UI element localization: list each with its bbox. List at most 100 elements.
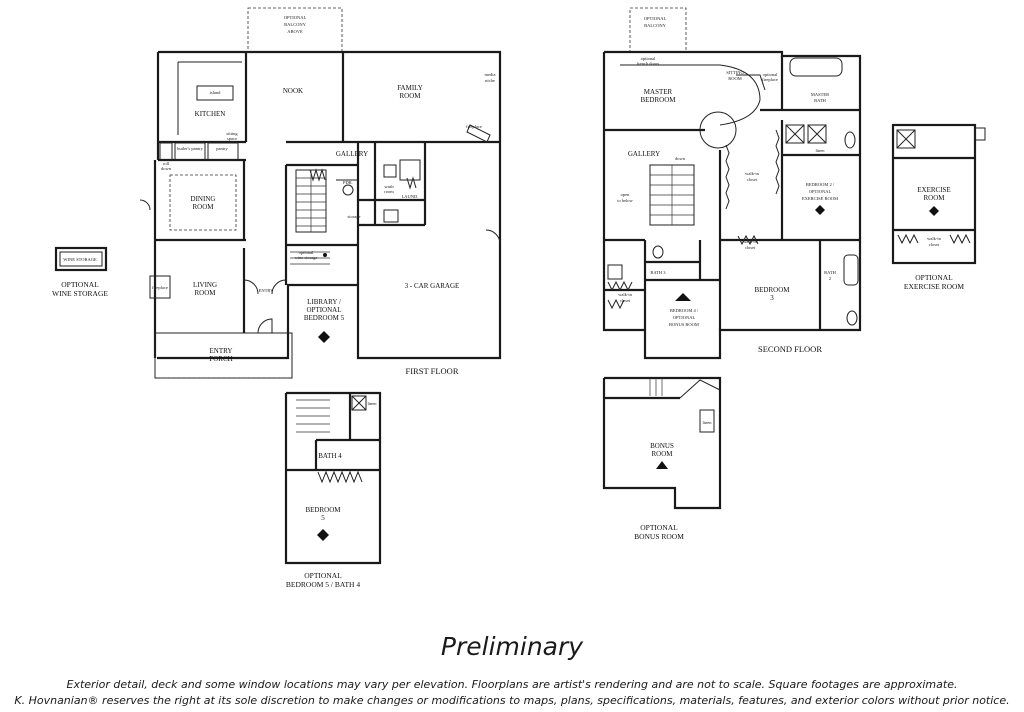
ff-fireplace-living: fireplace [152,285,168,290]
sf-bed3-l2: 3 [770,294,774,302]
sf-bed2-l3: EXERCISE ROOM [802,196,838,201]
ff-library-l1: LIBRARY / [307,298,341,306]
b5-bedroom-l2: 5 [321,514,325,522]
ff-island: island [210,90,221,95]
sf-wic2-l2: closet [745,245,756,250]
sf-wic3-l1: walk-in [618,292,632,297]
ff-living-l2: ROOM [194,289,216,297]
ff-wash-l2: room [384,189,394,194]
bonus-room-l2: ROOM [651,450,673,458]
ff-balcony-l2: BALCONY [284,22,307,27]
sf-bed4-l3: BONUS ROOM [669,322,699,327]
first-floor-plan: OPTIONAL BALCONY ABOVE [139,7,502,379]
ff-fireplace: fireplace [466,124,482,129]
sf-master-l1: MASTER [644,88,673,96]
ex-caption-l2: EXERCISE ROOM [904,282,965,291]
sf-bed4-l2: OPTIONAL [673,315,696,320]
ff-dining-l2: ROOM [192,203,214,211]
b5-diamond [317,529,329,541]
b5-bath: BATH 4 [318,452,342,460]
wine-caption-l1: OPTIONAL [61,280,99,289]
sf-wic3-l2: closet [620,298,631,303]
ff-balcony-l1: OPTIONAL [284,15,307,20]
ff-family-l1: FAMILY [397,84,423,92]
sf-sitting-l2: ROOM [728,76,742,81]
ff-dining-l1: DINING [191,195,216,203]
ff-porch-l1: ENTRY [210,347,233,355]
bonus-caption-l2: BONUS ROOM [634,532,684,541]
sf-mbath-l2: BATH [814,98,827,103]
sf-open-l1: open [621,192,630,197]
ff-media-l1: media [485,72,496,77]
ex-closet-l1: walk-in [927,236,941,241]
sf-sitting-l1: SITTING [726,70,744,75]
sf-balcony-l2: BALCONY [644,23,667,28]
ff-laund: LAUND. [402,194,419,199]
disclaimer-line-2: K. Hovnanian® reserves the right at its … [14,694,1010,707]
ff-library-l3: BEDROOM 5 [304,314,345,322]
sf-wic-l2: closet [747,177,758,182]
wine-inner-label: WINE STORAGE [63,257,97,262]
ff-kitchen: KITCHEN [195,110,226,118]
ff-butlers-pantry: butler's pantry [177,146,203,151]
sf-balcony-l1: OPTIONAL [644,16,667,21]
ff-storage: storage [348,214,361,219]
sf-fireplace-l1: optional [763,72,778,77]
ff-rolldown-l2: down [161,166,172,171]
sf-wic-l1: walk-in [745,171,759,176]
bedroom5-option: linen BATH 4 BEDROOM 5 OPTIONAL BEDROOM … [284,391,382,589]
ff-rolldown-l1: roll [163,161,170,166]
sf-bath3: BATH 3 [650,270,666,275]
sf-french-l2: french doors [637,61,660,66]
sf-bath2-l2: 2 [829,276,831,281]
ff-wine-note-l1: optional [299,250,314,255]
sf-bonus-triangle [675,293,691,301]
sf-master-l2: BEDROOM [640,96,676,104]
sf-bed2-l2: OPTIONAL [809,189,832,194]
ff-library-l2: OPTIONAL [307,306,342,314]
ff-pantry: pantry [216,146,228,151]
ff-sitting-l2: space [227,136,237,141]
ff-garage: 3 - CAR GARAGE [405,282,460,290]
sf-down: down [675,156,686,161]
bonus-linen: linen [703,420,713,425]
wine-storage-option: WINE STORAGE OPTIONAL WINE STORAGE [52,246,108,298]
ff-sitting-l1: sitting [226,131,238,136]
exercise-option: EXERCISE ROOM walk-in closet OPTIONAL EX… [891,123,986,291]
bonus-option: linen BONUS ROOM OPTIONAL BONUS ROOM [602,376,722,541]
sf-wic2-l1: walk-in [743,239,757,244]
ff-nook: NOOK [283,87,303,95]
sf-open-l2: to below [617,198,633,203]
ff-media-l2: niche [485,78,495,83]
ff-living-l1: LIVING [193,281,217,289]
sf-french-l1: optional [641,56,656,61]
ff-porch-l2: PORCH [209,355,232,363]
sf-bed4-l1: BEDROOM 4 / [670,308,699,313]
ex-diamond [929,206,939,216]
first-floor-caption: FIRST FLOOR [406,366,459,376]
ff-wine-note-l2: wine storage [295,255,318,260]
b5-linen: linen [368,401,378,406]
ex-room-l1: EXERCISE [917,186,950,194]
sf-gallery: GALLERY [628,150,660,158]
ff-library-diamond [318,331,330,343]
b5-caption-l2: BEDROOM 5 / BATH 4 [286,580,360,589]
ff-gallery: GALLERY [336,150,368,158]
sf-mbath-l1: MASTER [811,92,829,97]
second-floor-plan: OPTIONAL BALCONY [602,7,862,360]
wine-caption-l2: WINE STORAGE [52,289,108,298]
sf-balcony-outline [629,7,687,53]
b5-bedroom-l1: BEDROOM [305,506,341,514]
ff-family-l2: ROOM [399,92,421,100]
ex-caption-l1: OPTIONAL [915,273,953,282]
sf-bath2-l1: BATH [824,270,837,275]
ex-room-l2: ROOM [923,194,945,202]
ff-entry: ENTRY [259,288,275,293]
ff-wash-l1: wash [384,184,394,189]
sf-linen: linen [816,148,826,153]
sf-fireplace-l2: fireplace [762,77,778,82]
ff-powder: PDR. [343,180,353,185]
sf-bed2-l1: BEDROOM 2 / [806,182,835,187]
disclaimer-line-1: Exterior detail, deck and some window lo… [66,678,958,691]
